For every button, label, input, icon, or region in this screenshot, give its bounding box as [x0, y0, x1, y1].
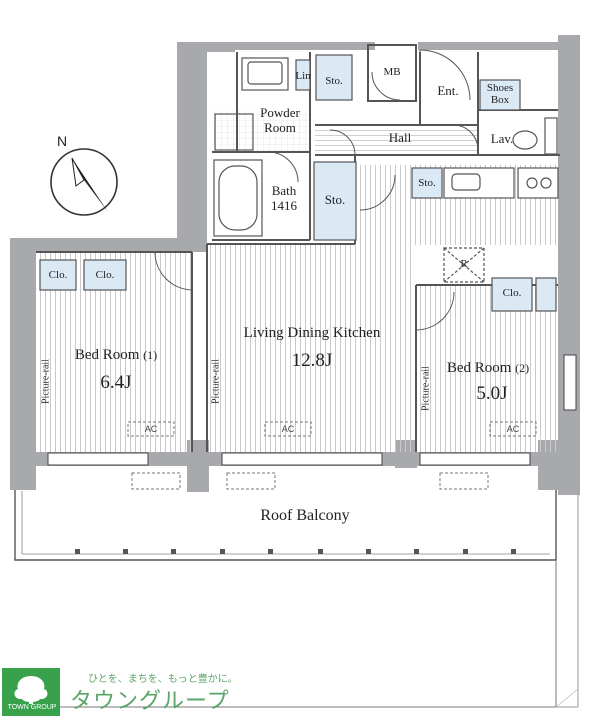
- ac-units: [127, 421, 537, 490]
- powder-floor: [212, 110, 310, 152]
- shoes-box-line1: Shoes: [486, 82, 514, 94]
- ac-label-3: AC: [506, 424, 520, 434]
- bed-room-2-size: 5.0J: [476, 383, 508, 404]
- brand-tagline: ひとを、まちを、もっと豊かに。: [88, 674, 238, 685]
- bed-room-1-name: Bed Room (1): [56, 347, 176, 364]
- closet-label-3: Clo.: [502, 287, 522, 299]
- balcony-area: [14, 475, 579, 708]
- ldk-floor: [207, 244, 415, 452]
- powder-room-line1: Powder: [260, 105, 300, 120]
- ldk-name: Living Dining Kitchen: [243, 325, 381, 341]
- picture-rail-label-2: Picture-rail: [210, 359, 222, 404]
- bath-size: 1416: [271, 197, 297, 213]
- picture-rail-label-1: Picture-rail: [40, 359, 52, 404]
- door-swings: [154, 49, 479, 331]
- town-group-logo: [2, 668, 60, 716]
- bed-room-1-title: Bed Room: [74, 347, 140, 363]
- brand-name-jp: タウングループ: [70, 689, 230, 714]
- powder-room-line2: Room: [264, 119, 296, 135]
- bath-name: Bath: [271, 183, 297, 198]
- roof-balcony-label: Roof Balcony: [260, 507, 350, 524]
- shoes-box-label: Shoes Box: [480, 82, 520, 106]
- storage-label-2: Sto.: [324, 192, 346, 207]
- bath-label: Bath 1416: [262, 183, 306, 214]
- bed2-floor: [416, 285, 558, 452]
- hall-label: Hall: [388, 130, 412, 145]
- closet-label-1: Clo.: [48, 269, 68, 281]
- mb-label: MB: [383, 66, 401, 78]
- storage-units: [39, 54, 557, 312]
- entrance-label: Ent.: [437, 83, 459, 98]
- ac-label-1: AC: [144, 424, 158, 434]
- hall-floor: [315, 125, 478, 155]
- shoes-box-line2: Box: [490, 93, 510, 106]
- windows: [47, 354, 577, 466]
- ac-label-2: AC: [281, 424, 295, 434]
- bed-room-2-number: (2): [515, 361, 530, 375]
- brand-name-en: TOWN GROUP: [7, 704, 57, 711]
- storage-label-3: Sto.: [418, 177, 436, 189]
- powder-room-label: Powder Room: [250, 105, 310, 136]
- ldk-size: 12.8J: [291, 350, 333, 371]
- bed-room-1-number: (1): [143, 348, 158, 362]
- fixtures: [213, 44, 559, 283]
- closet-label-2: Clo.: [95, 269, 115, 281]
- north-compass-icon: [50, 148, 118, 216]
- lavatory-label: Lav.: [490, 131, 514, 146]
- bed-room-2-title: Bed Room: [446, 360, 512, 376]
- tree-icon: [14, 676, 48, 704]
- bed-room-1-size: 6.4J: [100, 372, 132, 393]
- linen-label: Lin: [295, 70, 311, 82]
- refrigerator-label: R: [460, 258, 468, 270]
- picture-rail-label-3: Picture-rail: [420, 366, 432, 411]
- storage-label-1: Sto.: [325, 75, 343, 87]
- bed-room-2-name: Bed Room (2): [428, 360, 548, 377]
- north-label: N: [56, 133, 68, 149]
